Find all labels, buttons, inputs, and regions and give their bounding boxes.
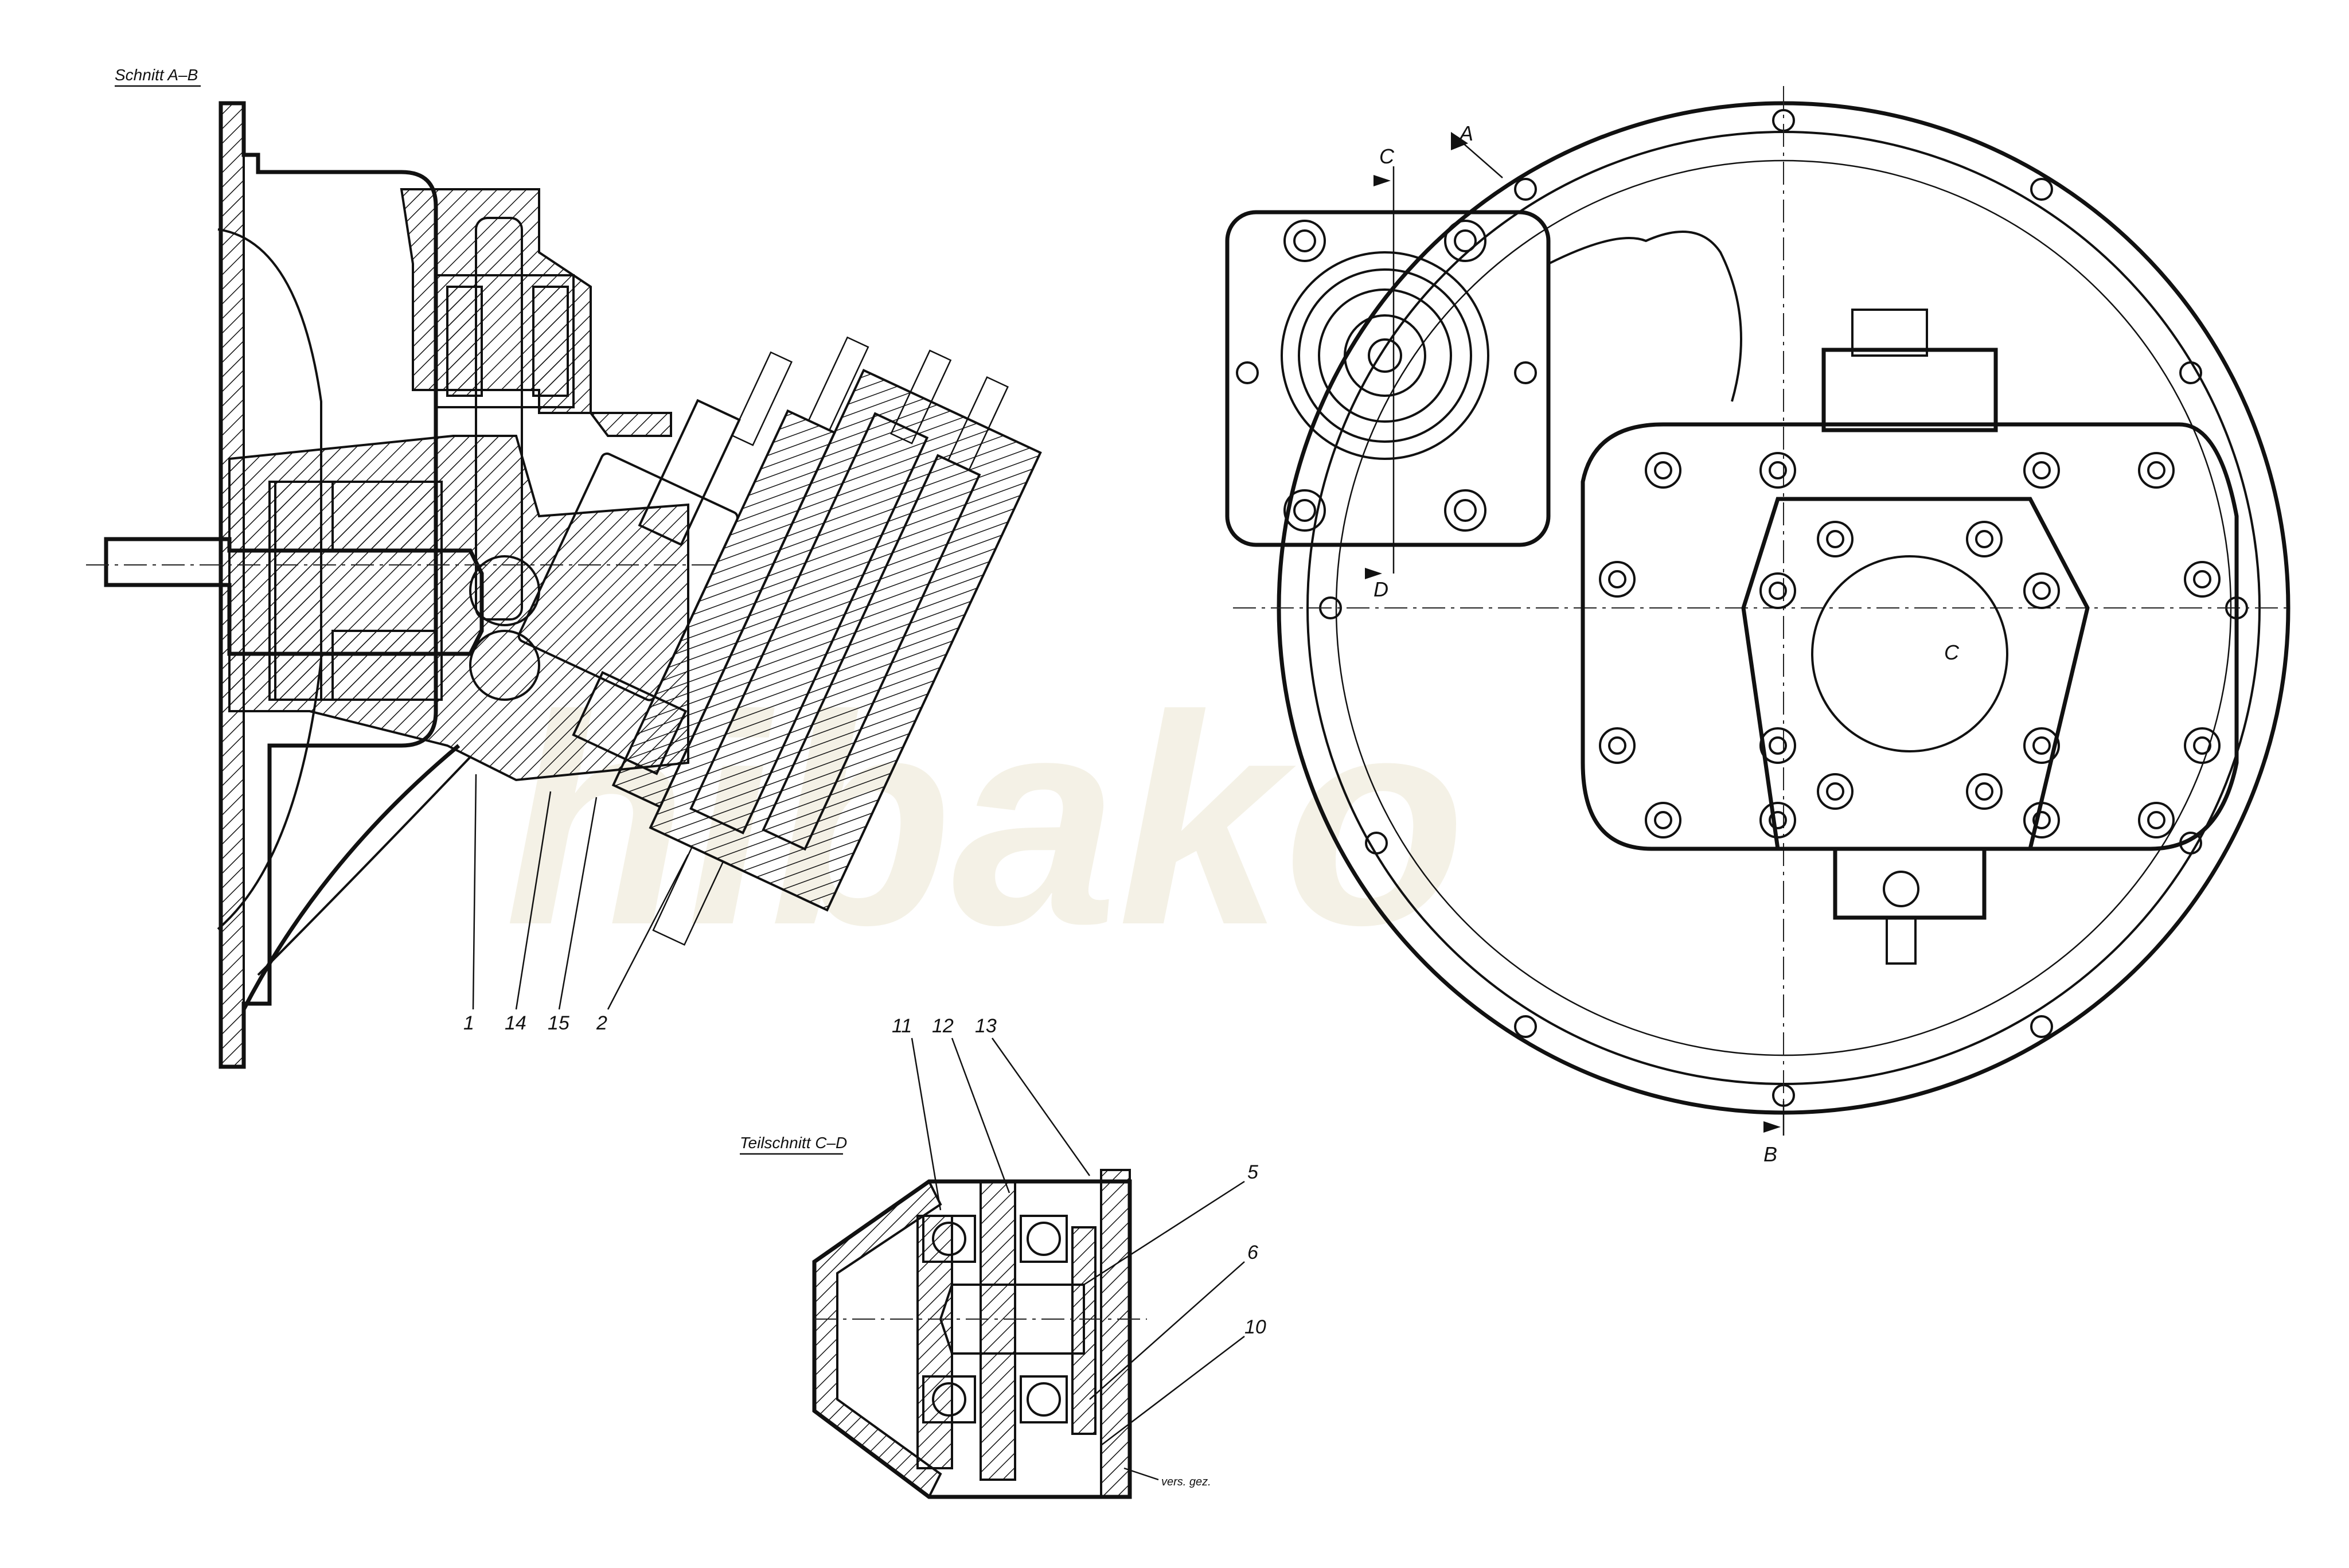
- marker-d: D: [1373, 578, 1388, 601]
- tapered-bearing-left: [274, 481, 322, 701]
- fitting-2: [807, 336, 869, 431]
- output-flange-ring-2: [1318, 288, 1452, 423]
- leader-15: [558, 797, 598, 1010]
- upper-bearing-right: [532, 286, 569, 397]
- housing-rib-lower: [241, 744, 461, 1011]
- callout-10: 10: [1244, 1316, 1266, 1338]
- control-block: [1821, 348, 1998, 432]
- control-bore: [689, 412, 929, 834]
- housing-rib-lower-2: [257, 756, 471, 976]
- cover-plate: [1071, 1226, 1097, 1435]
- fitting-3: [890, 349, 952, 444]
- leader-6: [1089, 1261, 1245, 1400]
- housing-bolts: [1599, 452, 2221, 838]
- end-wall: [1100, 1169, 1131, 1498]
- output-flange-ring-1: [1298, 268, 1472, 443]
- marker-a: A: [1458, 122, 1473, 145]
- fitting-4: [947, 376, 1009, 471]
- bottom-port-block: [1833, 847, 1987, 920]
- callout-11: 11: [892, 1015, 912, 1037]
- ball-bearing-1-bottom: [922, 1375, 976, 1423]
- output-shaft-center: [1368, 338, 1402, 373]
- partial-shaft: [939, 1284, 1085, 1355]
- fitting-1: [731, 351, 793, 446]
- leader-5: [1083, 1180, 1245, 1286]
- section-a-b-title: Schnitt A–B: [115, 66, 198, 84]
- output-flange-ring-3: [1344, 314, 1426, 397]
- leader-10: [1101, 1336, 1245, 1446]
- leader-note: [1123, 1467, 1159, 1481]
- ball-bearing-1-top: [922, 1215, 976, 1263]
- marker-c: C: [1379, 145, 1395, 168]
- arrow-b: [1763, 1121, 1781, 1133]
- leader-12: [951, 1037, 1010, 1193]
- ball-bearing-2-bottom: [1020, 1375, 1068, 1423]
- leader-1: [472, 774, 477, 1010]
- hexagonal-cover: [1741, 497, 2090, 851]
- leader-11: [911, 1037, 942, 1211]
- callout-13: 13: [975, 1015, 997, 1037]
- output-flange-outer: [1281, 251, 1489, 460]
- marker-b: B: [1763, 1142, 1777, 1166]
- piston-lower: [572, 670, 688, 775]
- callout-6: 6: [1247, 1242, 1258, 1263]
- callout-12: 12: [932, 1015, 954, 1037]
- square-flange-bolts: [1236, 220, 1537, 532]
- front-view: [1225, 86, 2291, 1136]
- callout-15: 15: [548, 1012, 569, 1034]
- leader-2: [607, 854, 689, 1010]
- fitting-bottom: [652, 846, 724, 946]
- connecting-arm: [1548, 231, 1742, 402]
- tapered-bearing-top: [331, 481, 437, 552]
- input-shaft: [104, 537, 484, 656]
- arrow-d: [1365, 568, 1382, 579]
- callout-1: 1: [463, 1012, 474, 1034]
- partial-section-c-d-view: [812, 1037, 1245, 1499]
- axial-piston-unit: [517, 336, 1042, 946]
- ball-joint-lower: [469, 630, 540, 701]
- central-bore: [1811, 555, 2008, 752]
- partial-section-title: Teilschnitt C–D: [740, 1134, 847, 1152]
- gear-web: [980, 1180, 1016, 1481]
- ball-1-top: [932, 1222, 966, 1256]
- marker-c-center: C: [1944, 641, 1960, 664]
- arrow-a: [1451, 132, 1468, 150]
- bottom-drain-fitting: [1886, 916, 1917, 965]
- ball-2-bottom: [1027, 1382, 1061, 1417]
- gearbox-square-flange: [1225, 210, 1551, 547]
- tapered-bearing-bottom: [331, 630, 437, 701]
- section-a-b-view: [86, 101, 1042, 1069]
- pump-end-cover: [649, 368, 1042, 912]
- upper-gear-pocket: [435, 274, 575, 408]
- control-valve-top: [1851, 309, 1928, 357]
- ball-bearing-2-top: [1020, 1215, 1068, 1263]
- callout-2: 2: [596, 1012, 607, 1034]
- leader-14: [515, 791, 552, 1010]
- arrow-c: [1373, 175, 1391, 186]
- callout-5: 5: [1247, 1161, 1258, 1183]
- leader-13: [991, 1037, 1091, 1176]
- ball-1-bottom: [932, 1382, 966, 1417]
- ball-2-top: [1027, 1222, 1061, 1256]
- note-text: vers. gez.: [1161, 1476, 1211, 1488]
- callout-14: 14: [505, 1012, 526, 1034]
- partial-housing-wall: [813, 1180, 942, 1499]
- piston-upper: [638, 399, 741, 547]
- pump-housing-body: [1581, 422, 2239, 851]
- bottom-port: [1883, 871, 1919, 907]
